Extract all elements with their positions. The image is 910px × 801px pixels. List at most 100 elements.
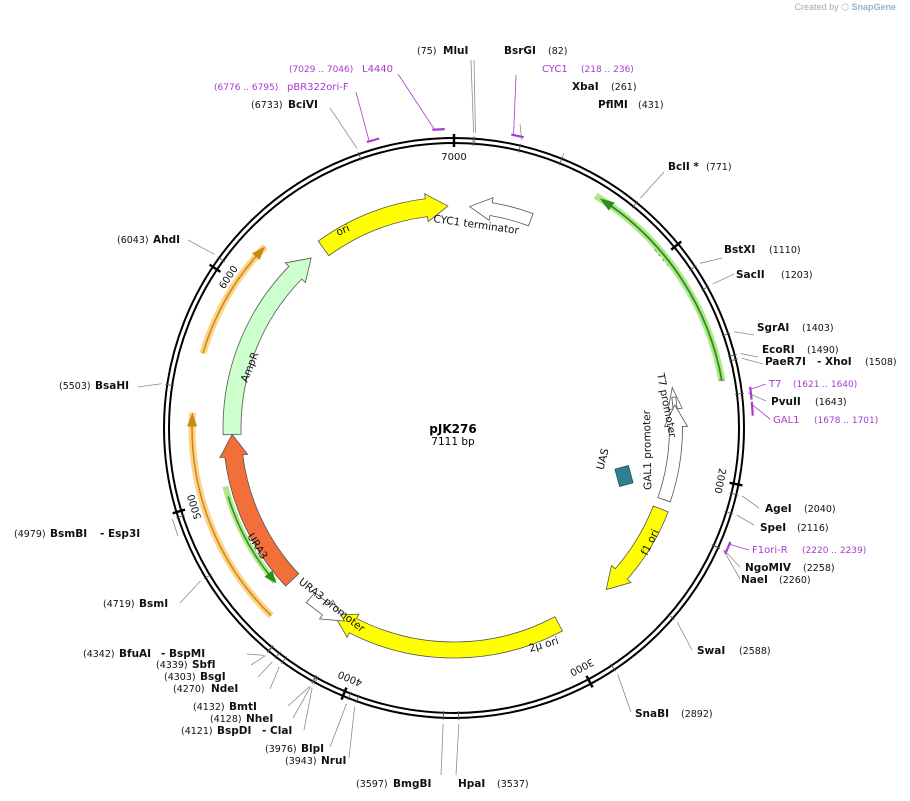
site-leader [640, 171, 665, 199]
site-pos-swai: (2588) [739, 646, 771, 657]
site-pos-bcli: (771) [706, 162, 732, 173]
site-name-bfuai: BfuAI [119, 648, 151, 660]
site-pos-bsmi: (4719) [103, 599, 135, 610]
site-name-bsmbi: BsmBI [50, 528, 87, 540]
primer-name-l4440: L4440 [362, 64, 393, 75]
site-leader [292, 686, 311, 719]
site-cut-mark [281, 656, 288, 664]
site-pos-bfuai: (4342) [83, 649, 115, 660]
site-pos-pvuii: (1643) [815, 397, 847, 408]
site-pos-sbfi: (4339) [156, 660, 188, 671]
feature-label-ura3-promoter: URA3 promoter [296, 576, 367, 635]
cut-marks [165, 136, 744, 720]
site-name-bsmi: BsmI [139, 598, 168, 610]
site-leader [740, 353, 759, 358]
site-name-spei: SpeI [760, 522, 786, 534]
site-pos-bsgi: (4303) [164, 672, 196, 683]
site-name-paer7i: PaeR7I [765, 356, 806, 368]
site-name-xbai: XbaI [572, 81, 599, 93]
snapgene-credit: Created by ⬡ SnapGene [795, 2, 896, 13]
primer-labels: CYC1 (218 .. 236) T7 (1621 .. 1640) GAL1… [214, 64, 878, 556]
site-name-bcli: BclI * [668, 161, 699, 173]
credit-prefix: Created by [794, 2, 839, 12]
tick-label-7000: 7000 [441, 152, 466, 163]
tick-label-4000: 4000 [337, 668, 365, 688]
site-cut-mark [729, 492, 739, 496]
site-leader [712, 273, 735, 285]
site-leader [723, 550, 741, 580]
site-name-pvuii: PvuII [771, 396, 801, 408]
site-name-bsgi: BsgI [200, 671, 226, 683]
site-leader [257, 661, 273, 678]
feature-gal1-promoter [657, 404, 689, 503]
site-name-mlui: MluI [443, 45, 468, 57]
primer-range-cyc1: (218 .. 236) [581, 65, 634, 75]
site-name-bmti: BmtI [229, 701, 257, 713]
feature-ori [317, 193, 449, 257]
orf-orange-2-line [202, 256, 257, 354]
plasmid-length: 7111 bp [431, 436, 475, 448]
site-name-ngomiv: NgoMIV [745, 562, 792, 574]
site-cut-mark [472, 136, 474, 146]
site-name-ahdi: AhdI [153, 234, 180, 246]
site-pos-ndei: (4270) [173, 684, 205, 695]
site-leader [455, 723, 460, 776]
site-cut-mark [518, 143, 522, 153]
primer-leader-gal1 [751, 404, 771, 420]
site-name-bcivi: BciVI [288, 99, 318, 111]
site-leader [187, 239, 215, 255]
site-pos-bstxi: (1110) [769, 245, 801, 256]
site-cut-mark [274, 651, 281, 659]
site-leader [137, 383, 162, 388]
credit-brand: SnapGene [851, 2, 896, 12]
site-name-nrui: NruI [321, 755, 346, 767]
tick-label-2000: 2000 [711, 467, 727, 494]
tick-mark-4000 [340, 687, 348, 701]
primer-name-gal1: GAL1 [773, 415, 800, 426]
primer-name-pbr322ori-f: pBR322ori-F [287, 82, 349, 93]
site-pos-naei: (2260) [779, 575, 811, 586]
site-pos-hpai: (3537) [497, 779, 529, 790]
tick-mark-5000 [172, 508, 186, 515]
site-cut-mark [266, 645, 274, 653]
primer-range-f1ori-r: (2220 .. 2239) [802, 546, 866, 556]
site-pos-sgrai: (1403) [802, 323, 834, 334]
feature-uas [614, 465, 634, 487]
site-leader [676, 622, 693, 651]
site-name-bspmi: - BspMI [161, 648, 205, 660]
feature-label-gal1-promoter: GAL1 promoter [641, 409, 654, 490]
site-leader [287, 686, 310, 707]
site-leader [269, 666, 280, 690]
site-pos-bsrgi: (82) [548, 46, 568, 57]
site-cut-mark [474, 136, 476, 146]
site-leader [329, 703, 347, 748]
primer-marks [366, 128, 754, 555]
site-name-pflmi: PflMI [598, 99, 628, 111]
site-leader [699, 257, 723, 264]
orf-orange-1-line [191, 426, 272, 617]
primer-leader-f1ori-r [729, 543, 750, 551]
site-cut-mark [311, 674, 317, 684]
site-pos-mlui: (75) [417, 46, 437, 57]
primer-name-cyc1: CYC1 [542, 64, 568, 75]
site-cut-mark [724, 510, 734, 515]
site-leader [741, 357, 764, 365]
site-name-xhoi: - XhoI [817, 356, 852, 368]
site-leader [473, 59, 476, 133]
site-leader [348, 706, 356, 759]
orf-green-line [607, 202, 723, 381]
features [187, 192, 726, 659]
feature-ura3-promoter [305, 591, 346, 622]
site-name-esp3i: - Esp3I [100, 528, 140, 540]
primer-mark-l4440 [432, 128, 445, 131]
feature-cyc1-terminator [468, 197, 534, 227]
site-leader [470, 59, 475, 133]
primer-mark-cyc1 [511, 133, 524, 139]
tick-mark-2000 [729, 481, 743, 487]
site-pos-pflmi: (431) [638, 100, 664, 111]
primer-name-f1ori-r: F1ori-R [752, 545, 788, 556]
primer-leader-l4440 [397, 73, 435, 130]
site-name-ndei: NdeI [211, 683, 238, 695]
site-pos-frui: (3943) [285, 756, 317, 767]
